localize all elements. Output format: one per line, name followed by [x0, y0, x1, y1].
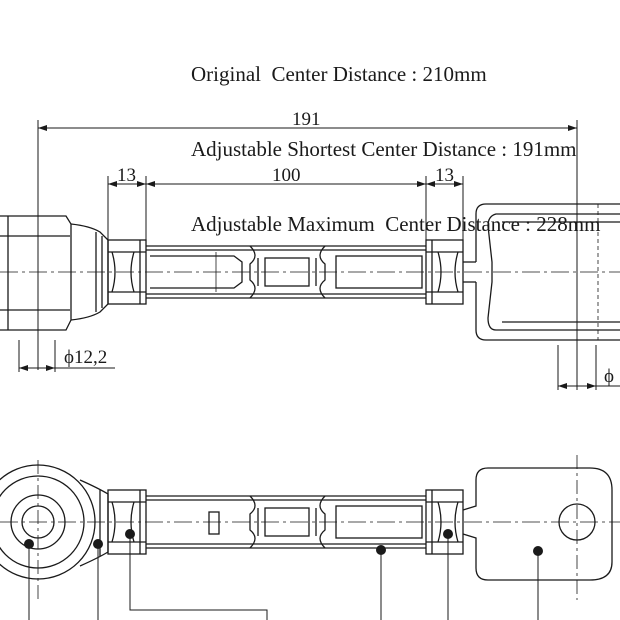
right-hex-nut: [425, 239, 464, 305]
dim-overall-label: 191: [292, 109, 321, 130]
dim-right-dia-label: ϕ: [604, 366, 614, 387]
bottom-right-hex-nut: [425, 489, 464, 555]
spec-notes: Original Center Distance : 210mm Adjusta…: [191, 12, 600, 262]
bottom-view: [0, 455, 620, 620]
callout-markers: [24, 529, 543, 556]
dim-right-nut-label: 13: [435, 165, 454, 186]
dim-left-nut-label: 13: [117, 165, 136, 186]
callout-leaders: [28, 534, 539, 620]
dimension-labels: 191 13 100 13 ϕ12,2 ϕ: [64, 109, 614, 387]
right-rod-end: [462, 467, 613, 581]
bottom-left-hex-nut: [107, 489, 147, 555]
top-view: [0, 195, 620, 345]
left-hex-nut: [107, 239, 147, 305]
dim-bushing-dia-label: ϕ12,2: [64, 347, 107, 368]
shortest-center-distance: Adjustable Shortest Center Distance : 19…: [191, 137, 577, 161]
original-center-distance: Original Center Distance : 210mm: [191, 62, 487, 86]
maximum-center-distance: Adjustable Maximum Center Distance : 228…: [191, 212, 601, 236]
adjuster-tube: [146, 245, 426, 299]
right-clevis: [475, 203, 620, 341]
dim-center-label: 100: [272, 165, 301, 186]
left-bushing-housing: [0, 215, 109, 331]
